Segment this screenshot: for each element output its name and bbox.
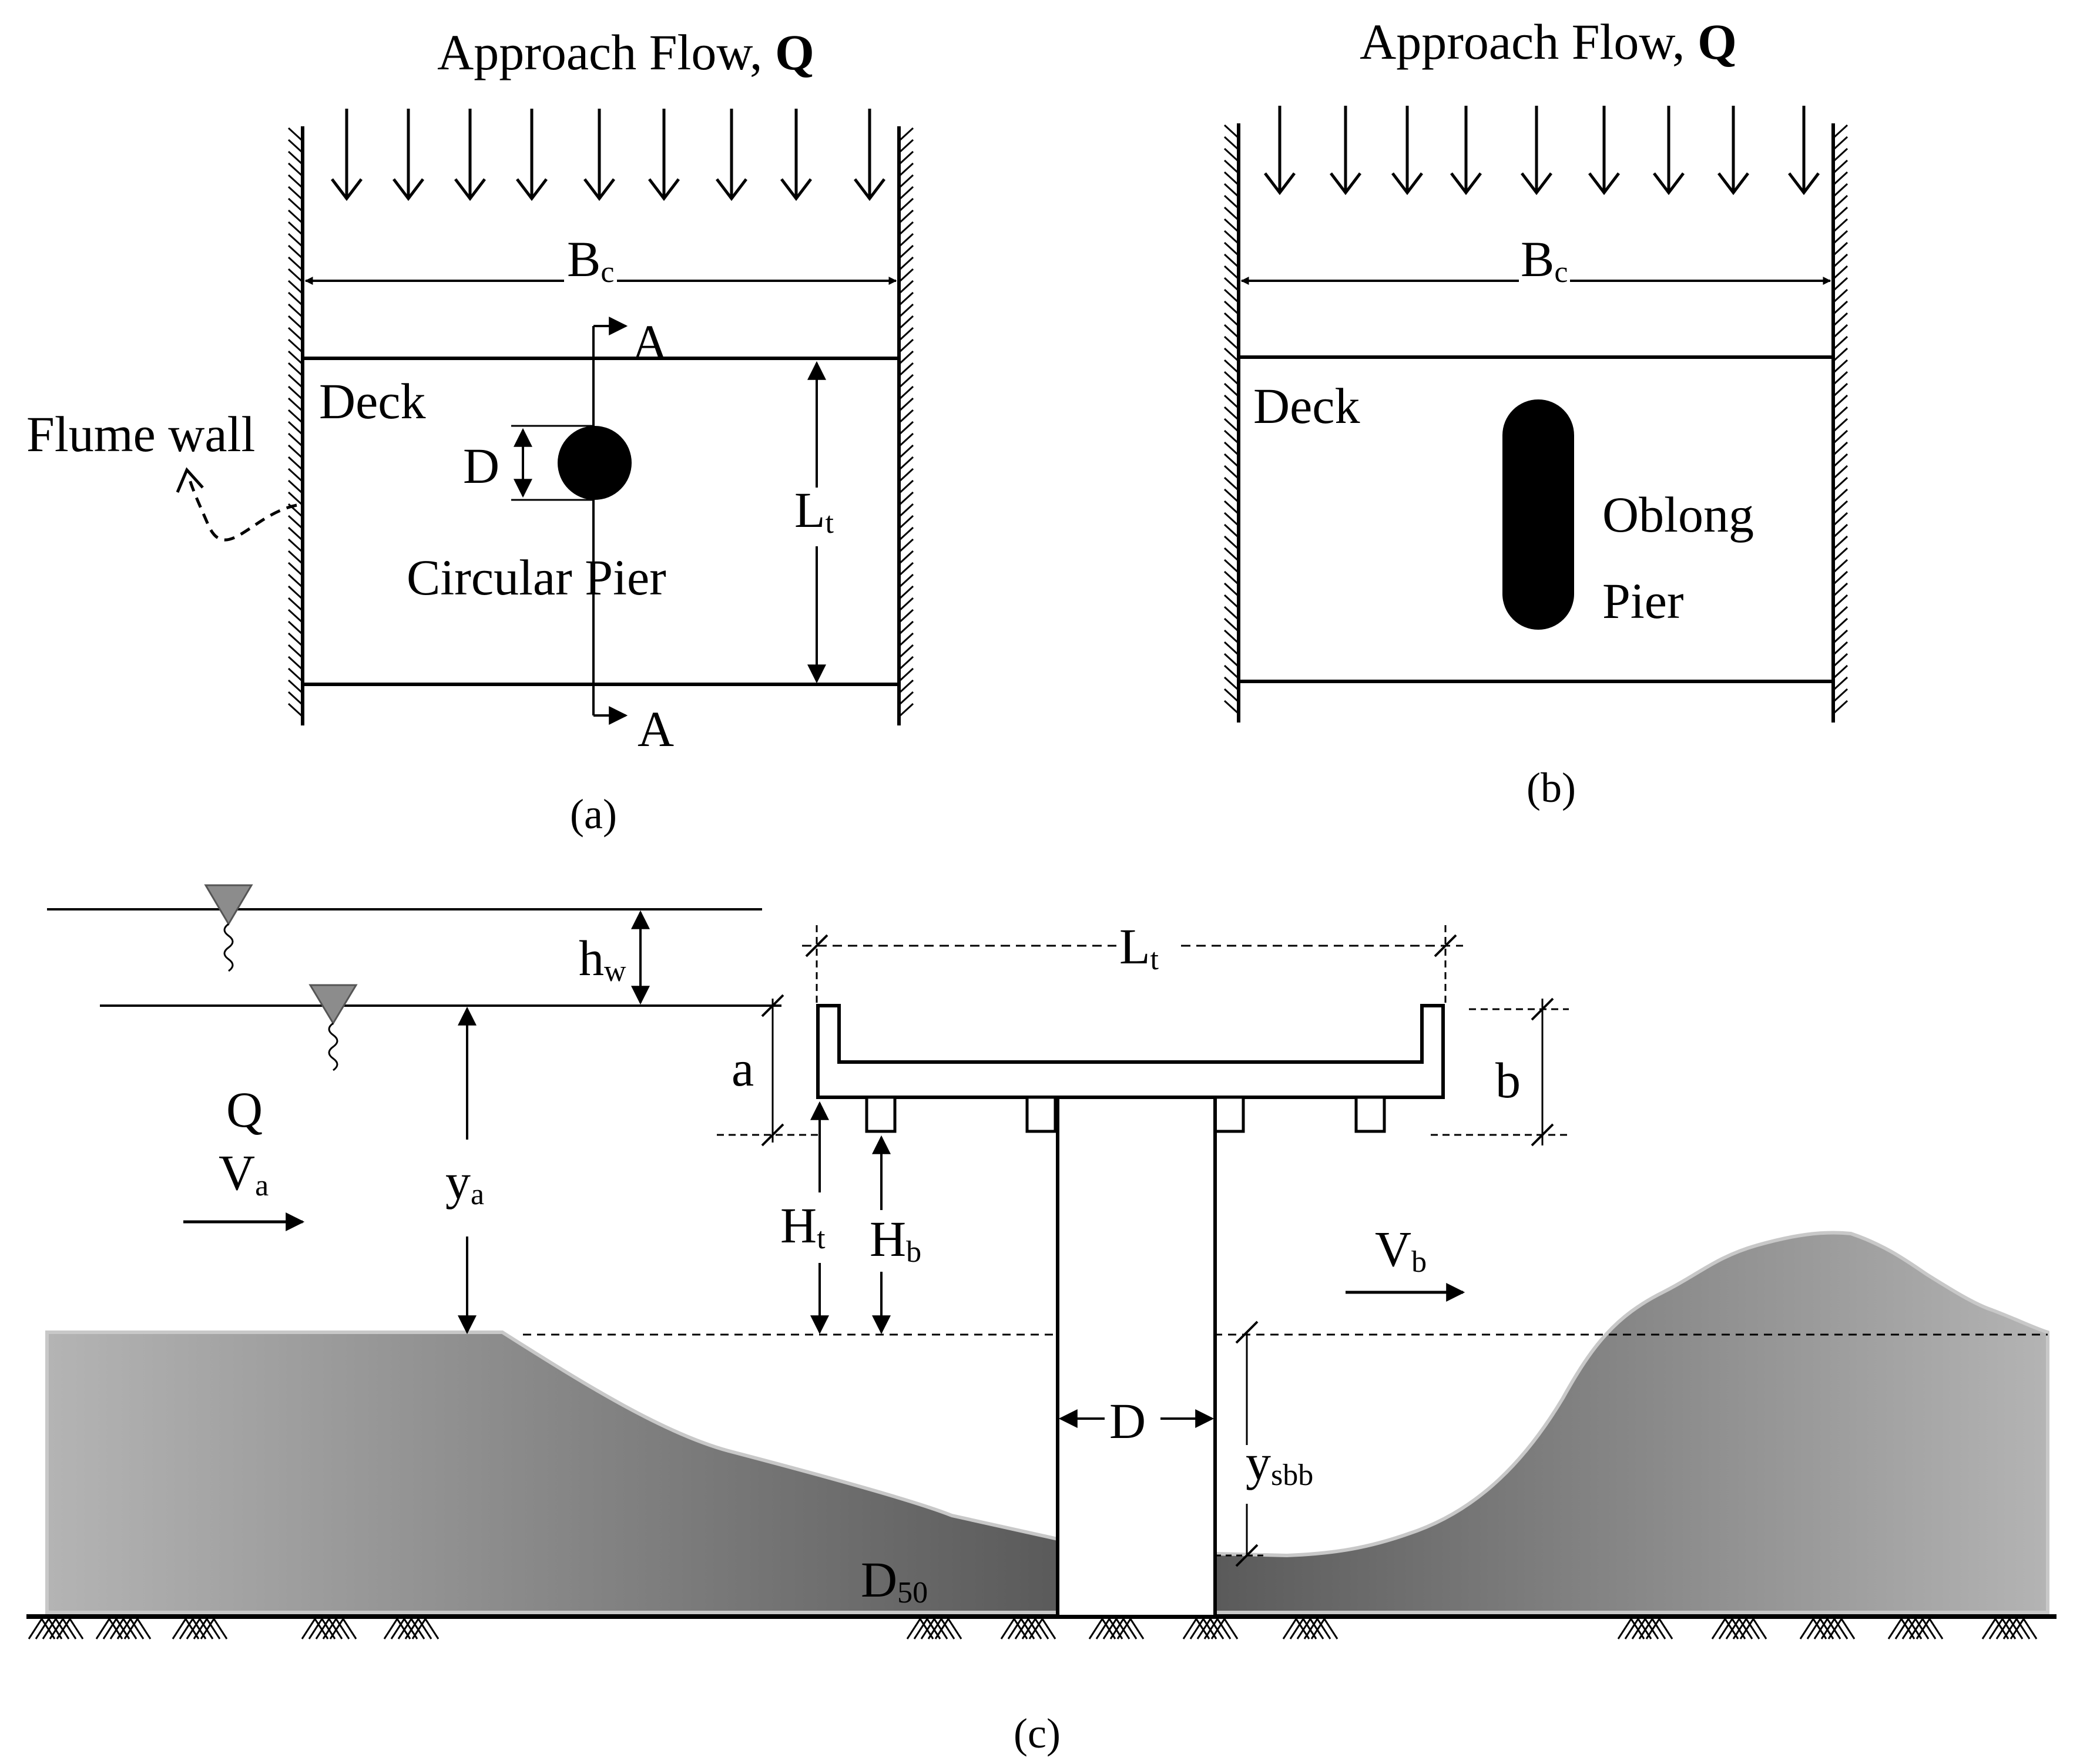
pier-column: [1056, 1096, 1217, 1618]
floor-ground-hatch: [28, 1618, 2038, 1639]
panel-a-circular-pier: [558, 426, 632, 500]
lower-water-level-squiggle: [328, 1022, 338, 1071]
panel-c: D50 hw ya Q Va Lt: [26, 884, 2057, 1757]
vb-label: Vb: [1375, 1221, 1427, 1279]
panel-b-deck-label: Deck: [1253, 378, 1360, 434]
downstream-sediment-bed: [1213, 1231, 2049, 1614]
lt-tick-left: [805, 934, 828, 957]
panel-b-caption: (b): [1527, 764, 1576, 811]
panel-a-flow-arrows: [331, 109, 885, 201]
ysbb-label: ysbb: [1246, 1434, 1313, 1492]
panel-a-bc-label: Bc: [567, 231, 614, 289]
panel-a-left-wall-hatch: [287, 127, 304, 718]
panel-b-flow-arrows: [1264, 106, 1820, 196]
deck-girder-3: [1213, 1096, 1245, 1133]
upstream-sediment-bed: [45, 1330, 1059, 1614]
bridge-deck: [816, 1004, 1445, 1099]
deck-girder-4: [1354, 1096, 1386, 1133]
panel-a-flume-wall-leader-head: [176, 467, 204, 493]
lt-label: Lt: [1119, 918, 1159, 976]
panel-b-bc-label: Bc: [1521, 231, 1568, 289]
panel-a-right-wall-hatch: [898, 127, 914, 718]
panel-a-title: Approach Flow, Q: [437, 24, 814, 80]
va-label: Va: [219, 1144, 269, 1202]
ya-label: ya: [445, 1153, 484, 1211]
b-tick-bottom: [1531, 1123, 1554, 1147]
panel-a-section-label-top: A: [632, 314, 668, 371]
panel-b-title: Approach Flow, Q: [1360, 14, 1737, 70]
panel-b-oblong-pier: [1502, 399, 1574, 630]
deck-girder-1: [865, 1096, 897, 1133]
panel-a-pier-label: Circular Pier: [407, 549, 666, 606]
upper-water-level-marker: [204, 884, 253, 926]
ht-label: Ht: [780, 1197, 826, 1255]
b-label: b: [1495, 1052, 1521, 1108]
q-label: Q: [226, 1081, 263, 1138]
panel-b: Approach Flow, Q Bc Deck Oblong Pier (b): [1223, 14, 1849, 811]
b-tick-top: [1531, 997, 1554, 1021]
panel-a-section-label-bottom: A: [638, 701, 674, 757]
panel-a-d-label: D: [463, 438, 499, 494]
panel-c-caption: (c): [1014, 1710, 1061, 1757]
d50-label: D50: [861, 1551, 928, 1610]
panel-a-caption: (a): [570, 791, 617, 838]
panel-b-pier-label-line1: Oblong: [1602, 486, 1754, 543]
panel-a-lt-label: Lt: [794, 482, 834, 540]
a-label: a: [732, 1040, 754, 1097]
deck-girder-2: [1025, 1096, 1057, 1133]
lower-water-level-marker: [308, 984, 358, 1025]
panel-a-flume-wall-label: Flume wall: [26, 406, 255, 462]
lt-tick-right: [1434, 934, 1457, 957]
panel-b-pier-label-line2: Pier: [1602, 573, 1684, 629]
ysbb-tick-top: [1235, 1321, 1259, 1344]
pier-d-label: D: [1109, 1393, 1146, 1449]
panel-a-lt-label-bg: [790, 488, 843, 546]
a-tick-bottom: [761, 1123, 784, 1147]
panel-a: Approach Flow, Q Bc Deck A A: [26, 24, 914, 838]
panel-a-deck-label: Deck: [319, 373, 425, 429]
hw-label: hw: [579, 930, 626, 988]
panel-a-flume-wall-leader: [186, 474, 297, 542]
a-tick-top: [761, 994, 784, 1017]
hb-label: Hb: [870, 1211, 921, 1269]
panel-b-right-wall-hatch: [1832, 124, 1849, 715]
upper-water-level-squiggle: [223, 923, 234, 972]
panel-b-left-wall-hatch: [1223, 124, 1240, 715]
